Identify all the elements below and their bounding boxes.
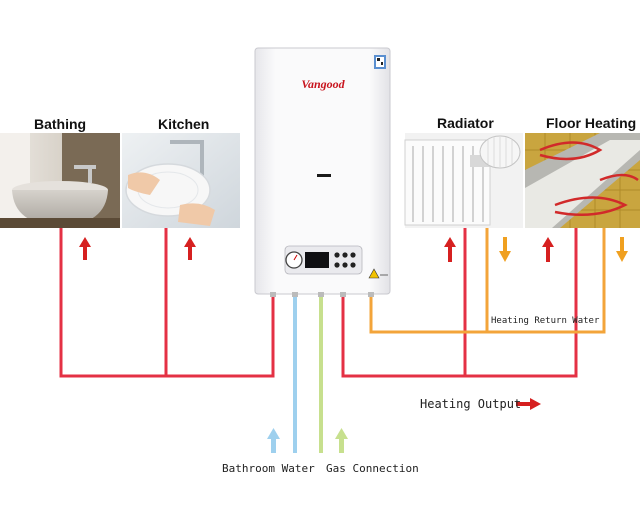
label-bathroom-water: Bathroom Water: [222, 462, 315, 475]
gas-connection-arrow-icon: [335, 428, 348, 453]
warning-label-icon: [368, 268, 380, 279]
boiler-button[interactable]: [334, 262, 340, 268]
arrow-up-floor-heating: [542, 237, 554, 262]
label-gas-connection: Gas Connection: [326, 462, 419, 475]
arrow-up-kitchen: [184, 237, 196, 260]
arrow-down-floor-return: [616, 237, 628, 262]
boiler-display: [305, 252, 329, 268]
label-heating-output: Heating Output: [420, 397, 522, 411]
label-kitchen: Kitchen: [158, 116, 210, 132]
boiler: [254, 47, 391, 297]
heating-return-pipes: [369, 228, 606, 334]
boiler-control-panel: [284, 245, 363, 275]
arrow-up-radiator: [444, 237, 456, 262]
kitchen-photo: [122, 133, 240, 228]
boiler-brand-logo: Vangood: [301, 77, 345, 91]
boiler-button[interactable]: [334, 252, 340, 258]
boiler-button[interactable]: [342, 262, 348, 268]
label-heating-return-water: Heating Return Water: [491, 316, 600, 326]
bathroom-water-arrow-icon: [267, 428, 280, 453]
boiler-button[interactable]: [350, 262, 356, 268]
arrow-up-bathing: [79, 237, 91, 260]
flow-arrows: [79, 237, 628, 453]
boiler-button[interactable]: [342, 252, 348, 258]
boiler-button[interactable]: [350, 252, 356, 258]
label-floor-heating: Floor Heating: [546, 115, 637, 131]
heating-output-pipes: [341, 228, 578, 378]
hot-water-pipes-left: [59, 228, 275, 378]
label-radiator: Radiator: [437, 115, 494, 131]
boiler-indicator-slot: [317, 174, 331, 177]
radiator-photo: [404, 133, 523, 228]
heating-output-arrow-icon: [516, 398, 541, 410]
floor-heating-photo: [525, 133, 640, 228]
label-bathing: Bathing: [34, 116, 87, 132]
arrow-down-radiator-return: [499, 237, 511, 262]
bathing-photo: [0, 133, 120, 228]
